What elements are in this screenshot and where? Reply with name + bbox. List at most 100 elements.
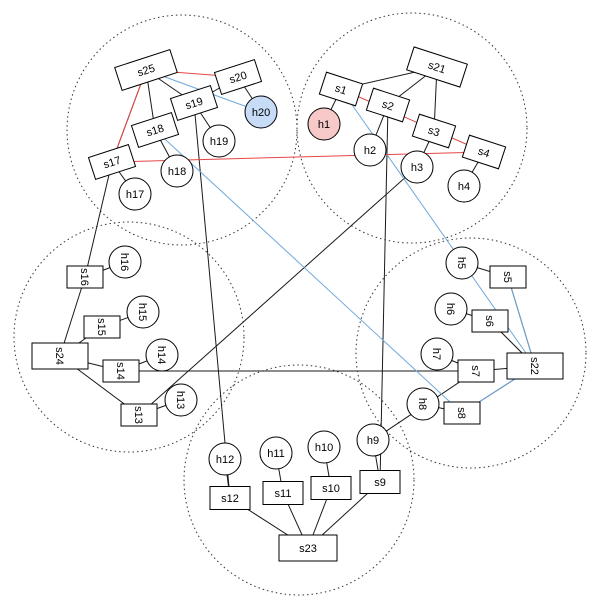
host-h18[interactable]: h18 [160,154,194,188]
host-h7[interactable]: h7 [420,337,454,371]
switch-s24[interactable]: s24 [31,342,89,370]
region-circles [13,12,587,596]
switch-s7[interactable]: s7 [457,359,495,383]
switch-s21[interactable]: s21 [406,46,468,88]
host-h10[interactable]: h10 [307,430,341,464]
host-h9[interactable]: h9 [356,423,390,457]
host-circle [445,246,479,280]
region-circle-1 [66,14,298,246]
switch-s25[interactable]: s25 [114,48,178,92]
switch-label: s7 [469,365,481,377]
host-h19[interactable]: h19 [202,124,236,158]
switch-s8[interactable]: s8 [443,401,481,425]
switch-label: s14 [114,362,126,380]
host-h6[interactable]: h6 [434,292,468,326]
switch-s1[interactable]: s1 [318,71,364,107]
black-link-s19-s12 [193,102,231,499]
host-circle [164,383,198,417]
host-h2[interactable]: h2 [353,133,387,167]
host-h16[interactable]: h16 [108,245,142,279]
host-circle [400,150,434,184]
host-h8[interactable]: h8 [406,387,440,421]
host-h14[interactable]: h14 [145,338,179,372]
host-label: h8 [416,398,428,410]
host-h5[interactable]: h5 [445,246,479,280]
switch-box [406,46,468,88]
host-circle [108,245,142,279]
host-h13[interactable]: h13 [164,383,198,417]
switch-label: s23 [299,543,317,555]
switch-label: s22 [528,357,540,375]
switch-s13[interactable]: s13 [120,403,158,427]
host-label: h9 [367,435,379,447]
switch-s14[interactable]: s14 [102,359,140,383]
host-circle [244,95,278,129]
region-circle-2 [296,12,528,244]
switch-box [471,309,509,333]
switch-s9[interactable]: s9 [359,470,401,494]
switch-label: s9 [374,477,386,489]
host-label: h20 [252,107,270,119]
switch-s16[interactable]: s16 [66,265,104,289]
switch-s19[interactable]: s19 [169,84,219,122]
host-label: h12 [216,454,234,466]
host-h1[interactable]: h1 [307,107,341,141]
switch-s4[interactable]: s4 [461,134,507,170]
switch-s6[interactable]: s6 [471,309,509,333]
host-circle [353,133,387,167]
host-circle [118,177,152,211]
switch-s5[interactable]: s5 [489,265,527,289]
blue-link-s18-s8 [154,129,463,414]
host-circle [406,387,440,421]
host-circle [447,169,481,203]
host-label: h10 [315,442,333,454]
host-h15[interactable]: h15 [126,295,160,329]
switch-s11[interactable]: s11 [262,481,304,505]
host-circle [160,154,194,188]
switch-s3[interactable]: s3 [411,113,457,149]
region-circle-5 [183,364,415,596]
host-label: h1 [318,119,330,131]
host-h11[interactable]: h11 [259,436,293,470]
switch-s12[interactable]: s12 [209,486,251,510]
switch-label: s2 [380,98,395,113]
host-label: h18 [168,166,186,178]
host-h12[interactable]: h12 [208,442,242,476]
switch-s10[interactable]: s10 [310,476,352,500]
host-label: h16 [118,253,130,271]
switch-box [359,470,401,494]
host-label: h19 [210,136,228,148]
switch-label: s10 [322,483,340,495]
switch-label: s8 [455,407,467,419]
host-circle [259,436,293,470]
host-h17[interactable]: h17 [118,177,152,211]
switch-label: s21 [426,60,447,77]
switch-s18[interactable]: s18 [130,111,180,149]
switch-box [489,265,527,289]
switch-s20[interactable]: s20 [213,58,263,96]
switch-box [87,143,137,181]
host-circle [145,338,179,372]
red-link-s1-s4 [340,88,485,153]
switch-box [443,401,481,425]
host-h3[interactable]: h3 [400,150,434,184]
switch-s17[interactable]: s17 [87,143,137,181]
switch-box [169,84,219,122]
host-label: h13 [174,391,186,409]
region-circle-3 [13,221,245,453]
host-label: h4 [458,181,470,193]
switch-s15[interactable]: s15 [83,315,121,339]
host-label: h17 [126,189,144,201]
host-h20[interactable]: h20 [244,95,278,129]
switch-box [83,315,121,339]
host-h4[interactable]: h4 [447,169,481,203]
black-link-s17-s16 [84,161,113,278]
switch-s22[interactable]: s22 [506,352,564,380]
red-link-s25-s17 [111,69,147,163]
blue-link-s5-s22 [507,276,536,367]
switch-s2[interactable]: s2 [365,87,411,123]
switch-box [114,48,178,92]
switch-label: s3 [426,124,441,139]
switch-s23[interactable]: s23 [278,534,338,562]
